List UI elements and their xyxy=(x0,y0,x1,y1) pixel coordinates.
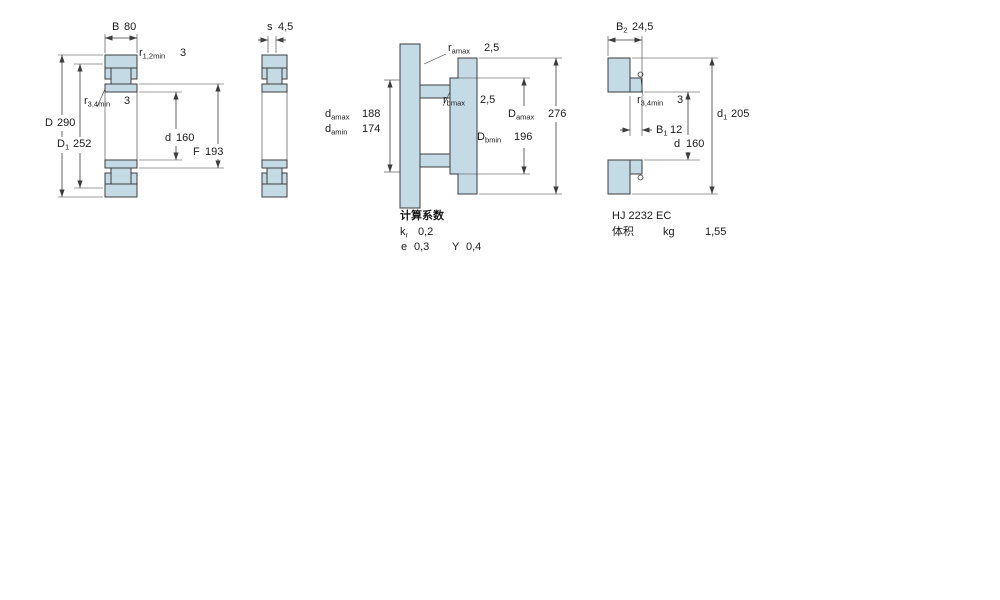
dim-r34-label: r3,4min xyxy=(84,95,110,109)
dim-damin-label: damin xyxy=(325,123,347,137)
hj-designation: HJ 2232 EC xyxy=(612,210,671,222)
dim-Dbmin-label: Dbmin xyxy=(477,131,501,145)
outer-ring-flange-right-bottom xyxy=(130,172,138,185)
hj-flange-bottom xyxy=(607,159,631,195)
inner-ring-top xyxy=(104,83,138,93)
roller-bottom xyxy=(110,167,132,185)
view-bearing-profile: s 4,5 xyxy=(258,21,293,198)
dim-d1-value: 205 xyxy=(731,108,749,120)
dim-Damax-label: Damax xyxy=(508,108,535,122)
fillet-radius-circle-bottom xyxy=(637,174,644,181)
abutment-ring-bar xyxy=(449,57,478,195)
factor-Y-label: Y xyxy=(452,241,460,253)
dim-damax-value: 188 xyxy=(362,108,380,120)
dim-d-value: 160 xyxy=(176,132,194,144)
roller-top xyxy=(266,67,283,85)
factor-Y-value: 0,4 xyxy=(466,241,481,253)
dim-damin-value: 174 xyxy=(362,123,380,135)
seat-band-bottom xyxy=(419,153,451,168)
flange-left-bottom xyxy=(261,172,268,185)
inner-ring-bottom xyxy=(261,159,288,169)
factor-kr-label: kr xyxy=(400,226,409,240)
flange-left-top xyxy=(261,67,268,80)
outer-ring-flange-left-bottom xyxy=(104,172,112,185)
dim-d1-label: d1 xyxy=(717,108,727,122)
leader-line xyxy=(442,91,451,107)
dim-D1-label: D1 xyxy=(57,138,69,152)
flange-right-top xyxy=(281,67,288,80)
mass-label: 体积 xyxy=(612,224,634,238)
dim-r12-value: 3 xyxy=(180,47,186,59)
flange-right-bottom xyxy=(281,172,288,185)
outer-ring-flange-right-top xyxy=(130,67,138,80)
dim-Dbmin-value: 196 xyxy=(514,131,532,143)
dim-D1-value: 252 xyxy=(73,138,91,150)
factor-e-value: 0,3 xyxy=(414,241,429,253)
dim-Damax-value: 276 xyxy=(548,108,566,120)
leader-line xyxy=(640,78,644,97)
dim-damax-label: damax xyxy=(325,108,350,122)
outer-ring-bottom xyxy=(104,183,138,198)
view-bearing-section: B 80 r1,2min 3 D 290 D1 252 r3,4min 3 d … xyxy=(45,21,224,198)
roller-bottom xyxy=(266,167,283,185)
dim-D-label: D xyxy=(45,117,53,129)
dim-B2-label: B2 xyxy=(616,21,628,35)
calculation-factors-title: 计算系数 xyxy=(400,208,445,222)
dim-r34-label: r3,4min xyxy=(637,94,663,108)
inner-ring-bottom xyxy=(104,159,138,169)
shoulder-bar xyxy=(399,43,421,209)
leader-line xyxy=(96,88,106,108)
outer-ring-bottom xyxy=(261,183,288,198)
dim-s-label: s xyxy=(267,21,273,33)
leader-line xyxy=(423,53,447,65)
dim-r12-label: r1,2min xyxy=(139,47,165,61)
dim-d-label: d xyxy=(674,138,680,150)
dim-ra-value: 2,5 xyxy=(484,42,499,54)
dim-r34-value: 3 xyxy=(124,95,130,107)
outer-ring-flange-left-top xyxy=(104,67,112,80)
mass-unit: kg xyxy=(663,226,675,238)
dim-rb-label: rbmax xyxy=(443,94,465,108)
factor-e-label: e xyxy=(401,241,407,253)
dim-B-value: 80 xyxy=(124,21,136,33)
outer-ring-top xyxy=(104,54,138,69)
dim-r34-value: 3 xyxy=(677,94,683,106)
hj-flange-top xyxy=(607,57,631,93)
dim-d-value: 160 xyxy=(686,138,704,150)
inner-ring-top xyxy=(261,83,288,93)
dim-B1-label: B1 xyxy=(656,124,668,138)
outer-ring-top xyxy=(261,54,288,69)
roller-top xyxy=(110,67,132,85)
dim-D-value: 290 xyxy=(57,117,75,129)
mass-value: 1,55 xyxy=(705,226,726,238)
dim-d-label: d xyxy=(165,132,171,144)
dim-ra-label: ramax xyxy=(448,42,470,56)
dim-rb-value: 2,5 xyxy=(480,94,495,106)
dim-s-value: 4,5 xyxy=(278,21,293,33)
dim-F-label: F xyxy=(193,146,200,158)
dim-B2-value: 24,5 xyxy=(632,21,653,33)
hj-lip-top xyxy=(629,77,643,93)
dim-B1-value: 12 xyxy=(670,124,682,136)
view-abutment-dimensions: damax 188 damin 174 Damax 276 Dbmin 196 … xyxy=(325,42,566,253)
view-hj-angle-ring: B2 24,5 r3,4min 3 B1 12 d 160 d1 205 HJ … xyxy=(607,21,749,238)
factor-kr-value: 0,2 xyxy=(418,226,433,238)
dim-F-value: 193 xyxy=(205,146,223,158)
dim-B-label: B xyxy=(112,21,119,33)
hj-lip-bottom xyxy=(629,159,643,175)
